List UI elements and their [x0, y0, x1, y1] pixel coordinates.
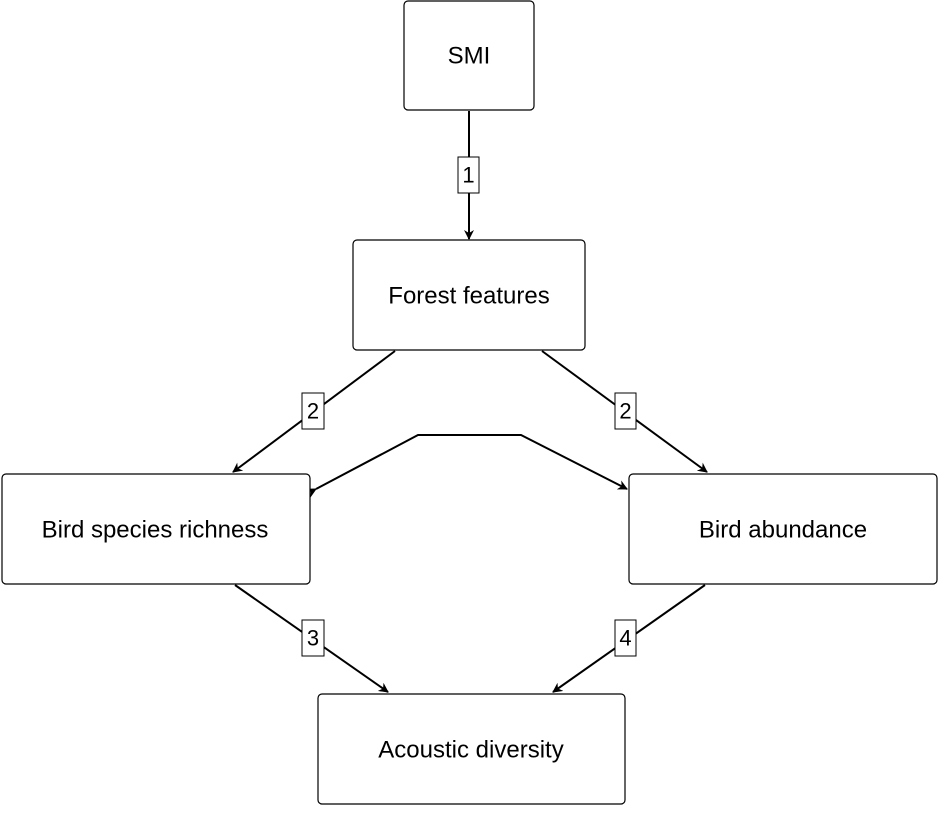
edge-label-text: 3	[307, 626, 319, 651]
node-bird-species-richness: Bird species richness	[1, 473, 311, 585]
edge-label-text: 2	[619, 399, 631, 424]
node-smi: SMI	[403, 0, 535, 111]
node-label: SMI	[448, 43, 491, 70]
edge-label-abundance-to-acoustic: 4	[614, 619, 637, 657]
node-label: Acoustic diversity	[378, 737, 563, 764]
node-label: Forest features	[388, 283, 549, 310]
edge-label-forest-to-richness: 2	[301, 392, 325, 430]
node-acoustic-diversity: Acoustic diversity	[317, 693, 626, 805]
edge-label-text: 1	[462, 163, 474, 188]
node-label: Bird species richness	[42, 517, 269, 544]
node-bird-abundance: Bird abundance	[628, 473, 938, 585]
edge-bird-abundance-richness-correlation	[305, 434, 628, 498]
edge-label-text: 4	[619, 626, 631, 651]
edge-label-richness-to-acoustic: 3	[301, 619, 325, 657]
node-label: Bird abundance	[699, 517, 867, 544]
edge-label-smi-to-forest: 1	[457, 156, 480, 194]
edge-label-forest-to-abundance: 2	[614, 392, 637, 430]
edge-label-text: 2	[307, 399, 319, 424]
node-forest-features: Forest features	[352, 239, 586, 351]
